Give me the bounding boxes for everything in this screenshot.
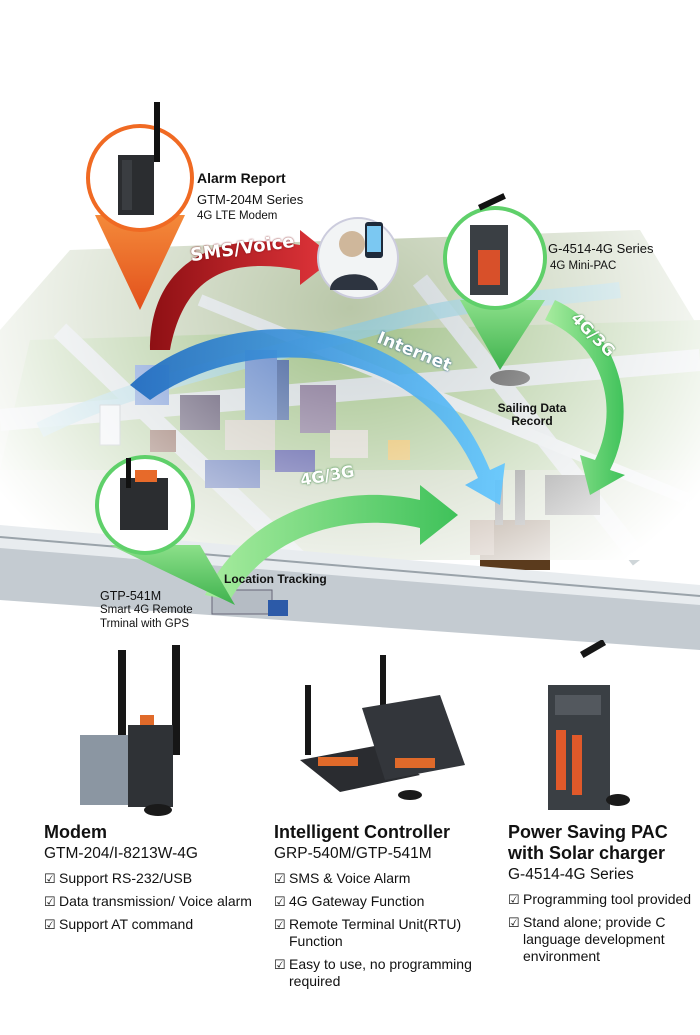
checkbox-icon: ☑ (274, 957, 286, 972)
pac-model: G-4514-4G Series (508, 866, 634, 883)
city-scene: Alarm Report GTM-204M Series 4G LTE Mode… (0, 0, 700, 650)
feature-item: ☑Data transmission/ Voice alarm (44, 893, 252, 909)
feature-item: ☑Easy to use, no programming required (274, 956, 472, 989)
controller-column: Intelligent Controller GRP-540M/GTP-541M… (274, 822, 474, 996)
location-tracking-label: Location Tracking (224, 572, 327, 586)
modem-column: Modem GTM-204/I-8213W-4G ☑Support RS-232… (44, 822, 259, 939)
sailing-text: Sailing Data Record (497, 401, 567, 428)
checkbox-icon: ☑ (44, 894, 56, 909)
controller-device-image (300, 655, 465, 800)
feature-item: ☑Stand alone; provide C language develop… (508, 914, 666, 964)
internet-arrow (130, 329, 505, 505)
feature-item: ☑4G Gateway Function (274, 893, 425, 909)
net-arrow-right (545, 300, 625, 495)
feature-item: ☑SMS & Voice Alarm (274, 870, 411, 886)
g4514-pin (443, 193, 547, 370)
gtm-series-label: GTM-204M Series (197, 192, 304, 207)
modem-features: ☑Support RS-232/USB ☑Data transmission/ … (44, 870, 259, 933)
checkbox-icon: ☑ (274, 917, 286, 932)
checkbox-icon: ☑ (44, 871, 56, 886)
gtp-desc2-label: Trminal with GPS (100, 618, 190, 630)
pac-title: Power Saving PAC with Solar charger (508, 822, 668, 863)
gtm-pin (86, 102, 194, 310)
feature-item: ☑Support AT command (44, 916, 194, 932)
gtm-desc-label: 4G LTE Modem (197, 210, 278, 222)
checkbox-icon: ☑ (508, 892, 520, 907)
checkbox-icon: ☑ (274, 894, 286, 909)
modem-model: GTM-204/I-8213W-4G (44, 845, 198, 862)
alarm-title: Alarm Report (197, 170, 286, 186)
product-photos (80, 640, 630, 816)
feature-item: ☑Programming tool provided (508, 891, 692, 907)
feature-item: ☑Remote Terminal Unit(RTU) Function (274, 916, 462, 949)
modem-title: Modem (44, 822, 107, 842)
controller-features: ☑SMS & Voice Alarm ☑4G Gateway Function … (274, 870, 474, 990)
pac-column: Power Saving PAC with Solar charger G-45… (508, 822, 693, 971)
pac-features: ☑Programming tool provided ☑Stand alone;… (508, 891, 693, 965)
checkbox-icon: ☑ (44, 917, 56, 932)
net-arrow-mid (205, 485, 458, 600)
feature-item: ☑Support RS-232/USB (44, 870, 193, 886)
gtp-model-label: GTP-541M (100, 589, 162, 603)
sms-arrow (150, 230, 335, 350)
pac-device-image (548, 640, 630, 810)
g4514-desc-label: 4G Mini-PAC (550, 260, 617, 272)
g4514-series-label: G-4514-4G Series (548, 241, 654, 256)
checkbox-icon: ☑ (508, 915, 520, 930)
phone-user (317, 217, 399, 299)
gtp-desc1-label: Smart 4G Remote (100, 604, 193, 616)
modem-device-image (80, 645, 180, 816)
controller-title: Intelligent Controller (274, 822, 451, 842)
checkbox-icon: ☑ (274, 871, 286, 886)
gtp-pin (95, 455, 235, 605)
sailing-label: Sailing Data Record (492, 402, 572, 428)
city-illustration (0, 0, 700, 650)
controller-model: GRP-540M/GTP-541M (274, 845, 432, 862)
